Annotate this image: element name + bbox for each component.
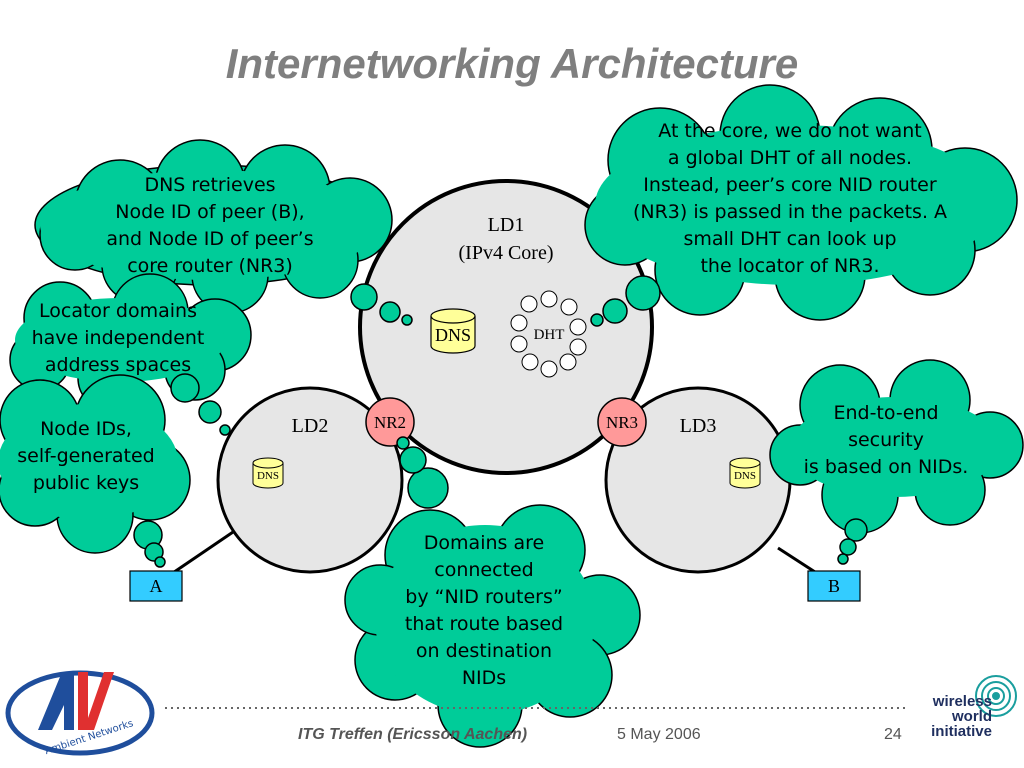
ambient-networks-logo xyxy=(5,670,155,756)
callout-locator-text: Locator domains have independent address… xyxy=(31,300,205,376)
callout-core-text: At the core, we do not want a global DHT… xyxy=(632,120,948,277)
dns-ld1-label: DNS xyxy=(435,325,471,345)
dht-ring xyxy=(510,290,587,378)
ld3-label: LD3 xyxy=(680,415,717,437)
thought-bubbles xyxy=(133,275,868,568)
callout-dns-text: DNS retrieves Node ID of peer (B), and N… xyxy=(106,174,314,277)
slide-title: Internetworking Architecture xyxy=(225,40,799,87)
host-a xyxy=(129,570,183,602)
ld1-sublabel: (IPv4 Core) xyxy=(459,242,554,264)
dns-ld2-label: DNS xyxy=(257,470,279,482)
ld1-label: LD1 xyxy=(488,214,525,236)
ld2-label: LD2 xyxy=(292,415,329,437)
callout-e2e-text: End-to-end security is based on NIDs. xyxy=(803,402,969,478)
footer-event: ITG Treffen (Ericsson Aachen) xyxy=(298,726,528,743)
nr3-router xyxy=(597,397,647,447)
nr2-router xyxy=(365,397,415,447)
host-b xyxy=(807,570,861,602)
host-b-label: B xyxy=(828,576,840,596)
dns-ld3-label: DNS xyxy=(734,470,756,482)
callout-nodeids-text: Node IDs, self-generated public keys xyxy=(17,418,155,494)
wwi-logo-line2: world xyxy=(952,708,992,725)
host-a-label: A xyxy=(150,576,163,596)
ld2-domain xyxy=(216,386,404,574)
footer-page-number: 24 xyxy=(884,726,902,743)
wwi-logo: wireless world initiative xyxy=(920,694,992,739)
callout-domains-text: Domains are connected by “NID routers” t… xyxy=(404,532,564,689)
wwi-logo-line1: wireless xyxy=(932,693,992,710)
footer-date: 5 May 2006 xyxy=(617,726,701,743)
dht-label: DHT xyxy=(534,327,565,343)
wwi-logo-line3: initiative xyxy=(931,723,992,740)
nr3-label: NR3 xyxy=(606,413,638,432)
wwi-logo-icon xyxy=(975,675,1017,717)
nr2-label: NR2 xyxy=(374,413,406,432)
ld1-domain xyxy=(358,179,654,475)
